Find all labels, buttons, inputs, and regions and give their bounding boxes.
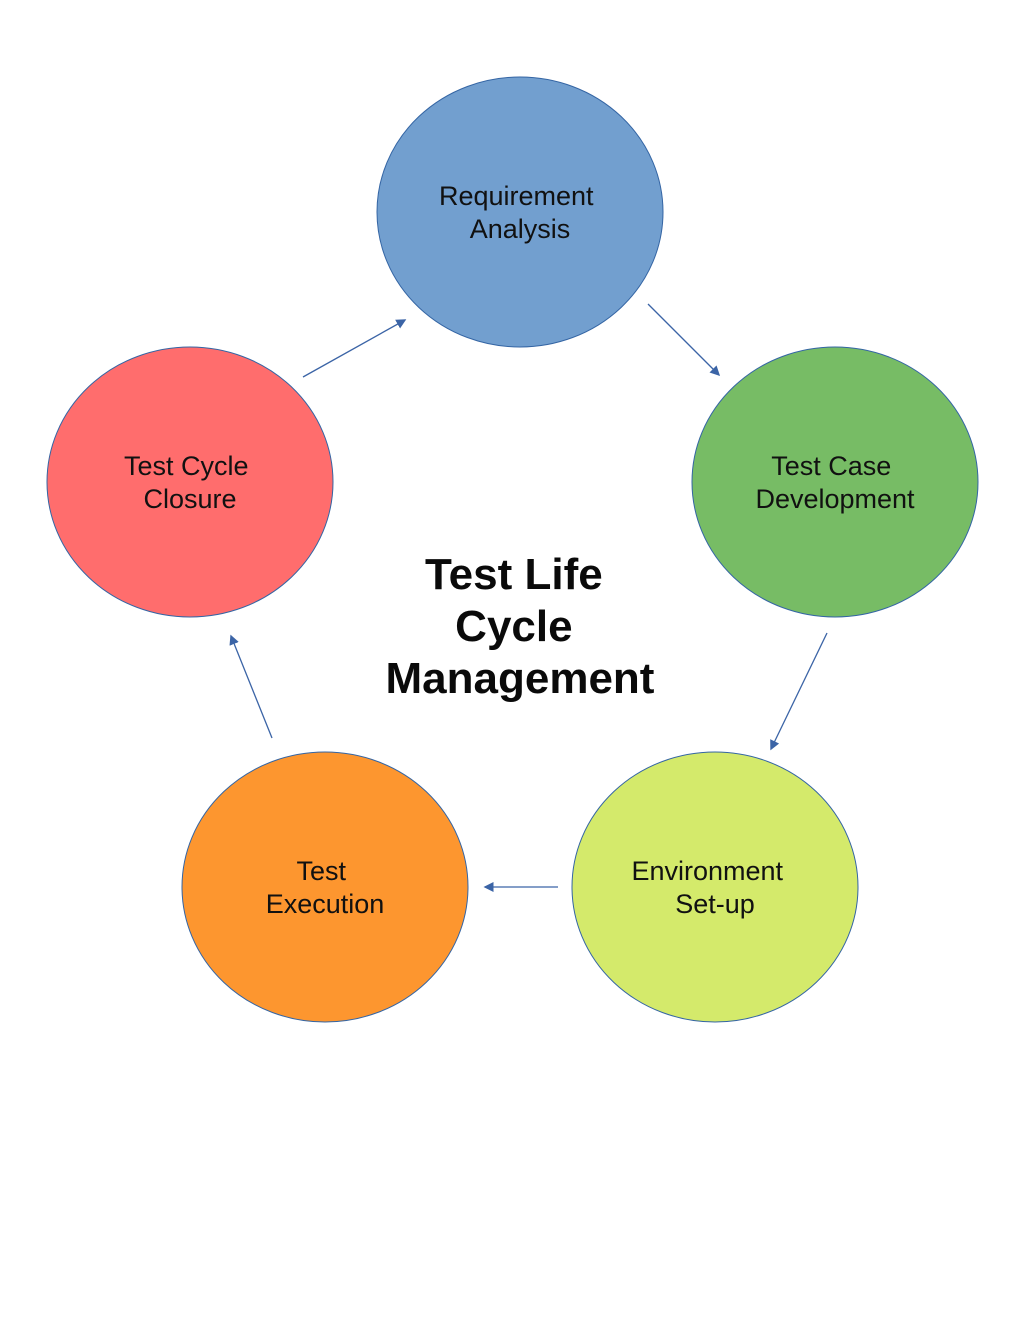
stage-label-line: Requirement [439,181,594,211]
arrow-case-to-environment [770,632,828,751]
arrow-requirement-to-case [647,303,721,377]
title-line: Management [386,654,655,703]
stage-label-requirement-analysis: Requirement Analysis [439,181,601,244]
stage-circle-environment-set-up [571,751,859,1023]
stage-circle-requirement-analysis [376,76,664,348]
stage-label-line: Test Case [771,451,891,481]
stage-circle-test-cycle-closure [46,346,334,618]
stage-circle-test-case-development [691,346,979,618]
stage-label-line: Test [296,856,346,886]
stage-label-line: Analysis [470,214,571,244]
diagram-title: Test Life Cycle Management [386,550,655,703]
stage-label-line: Execution [266,889,385,919]
stage-label-test-cycle-closure: Test Cycle Closure [124,451,256,514]
title-line: Cycle [455,602,572,651]
stage-label-line: Closure [143,484,236,514]
stage-label-line: Set-up [675,889,755,919]
stage-test-execution: Test Execution [181,751,469,1023]
stage-label-line: Environment [631,856,783,886]
stage-test-cycle-closure: Test Cycle Closure [46,346,334,618]
title-line: Test Life [425,550,603,599]
stage-circle-test-execution [181,751,469,1023]
stage-test-case-development: Test Case Development [691,346,979,618]
stage-label-line: Development [755,484,915,514]
arrow-closure-to-requirement [302,319,407,378]
stage-requirement-analysis: Requirement Analysis [376,76,664,348]
flow-arrows [229,303,828,892]
stage-environment-set-up: Environment Set-up [571,751,859,1023]
stage-label-test-execution: Test Execution [266,856,385,919]
stage-label-line: Test Cycle [124,451,249,481]
stage-label-test-case-development: Test Case Development [755,451,915,514]
stage-label-environment-set-up: Environment Set-up [631,856,790,919]
arrow-execution-to-closure [229,634,273,739]
